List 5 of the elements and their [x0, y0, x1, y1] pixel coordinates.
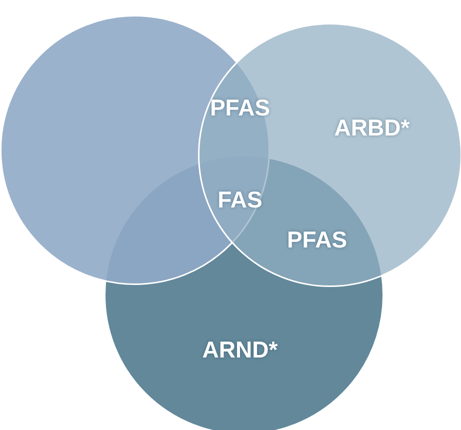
overlap-label: PFAS — [286, 228, 348, 252]
overlap-label: FAS — [218, 188, 262, 212]
circle-label: ARBD* — [334, 116, 410, 140]
circle-label: ARND* — [202, 338, 278, 362]
overlap-label: PFAS — [210, 96, 270, 120]
